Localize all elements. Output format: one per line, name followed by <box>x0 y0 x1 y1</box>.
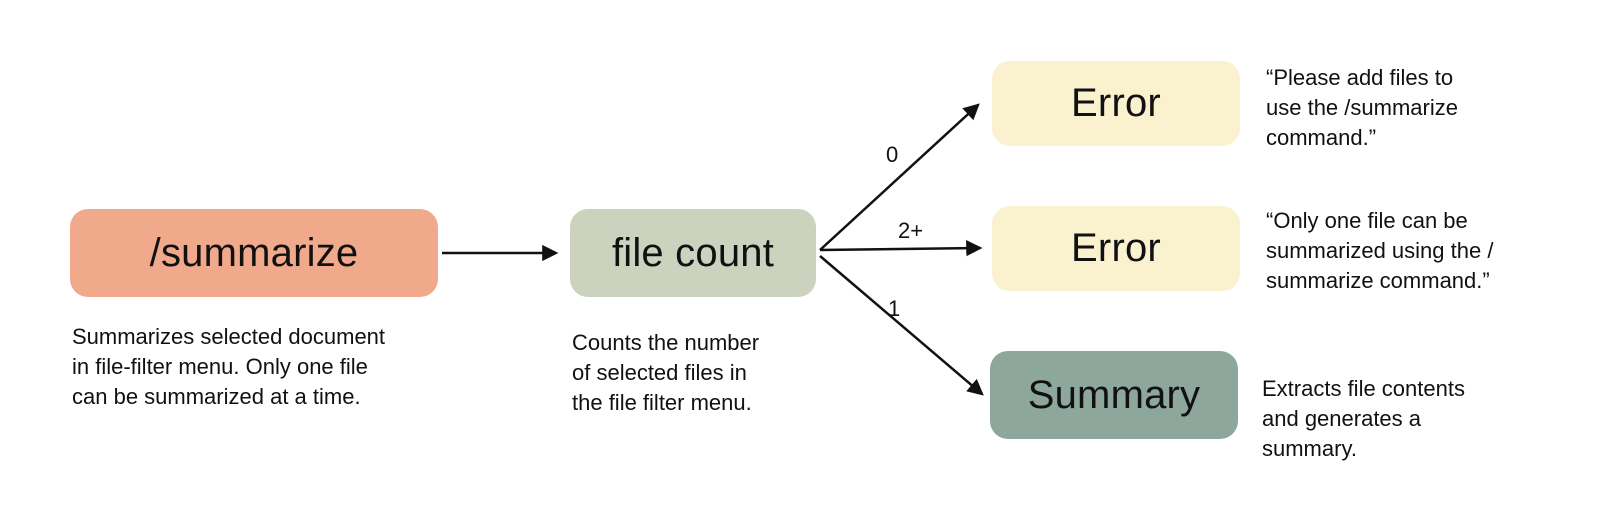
edge-label-one-file: 1 <box>888 296 901 321</box>
node-error-multiple-files: Error <box>992 206 1240 291</box>
node-error-multi-label: Error <box>1071 226 1161 270</box>
node-error-zero-label: Error <box>1071 81 1161 125</box>
node-summary-label: Summary <box>1027 372 1201 417</box>
node-error-zero-files: Error <box>992 61 1240 146</box>
node-summarize-command: /summarize <box>70 209 438 297</box>
node-summarize-label: /summarize <box>149 230 359 275</box>
caption-file-count: Counts the number of selected files in t… <box>572 330 760 415</box>
note-error-zero-files: “Please add files to use the /summarize … <box>1266 65 1458 150</box>
edge-label-multiple-files: 2+ <box>898 218 924 243</box>
node-summary: Summary <box>990 351 1238 439</box>
arrow-file-count-to-error-multi <box>819 240 983 257</box>
edge-label-zero-files: 0 <box>886 142 899 167</box>
node-file-count: file count <box>570 209 816 297</box>
caption-summarize-command: Summarizes selected document in file-fil… <box>72 324 386 409</box>
note-summary: Extracts file contents and generates a s… <box>1262 376 1465 461</box>
note-error-multiple-files: “Only one file can be summarized using t… <box>1266 208 1494 293</box>
node-file-count-label: file count <box>611 230 775 275</box>
